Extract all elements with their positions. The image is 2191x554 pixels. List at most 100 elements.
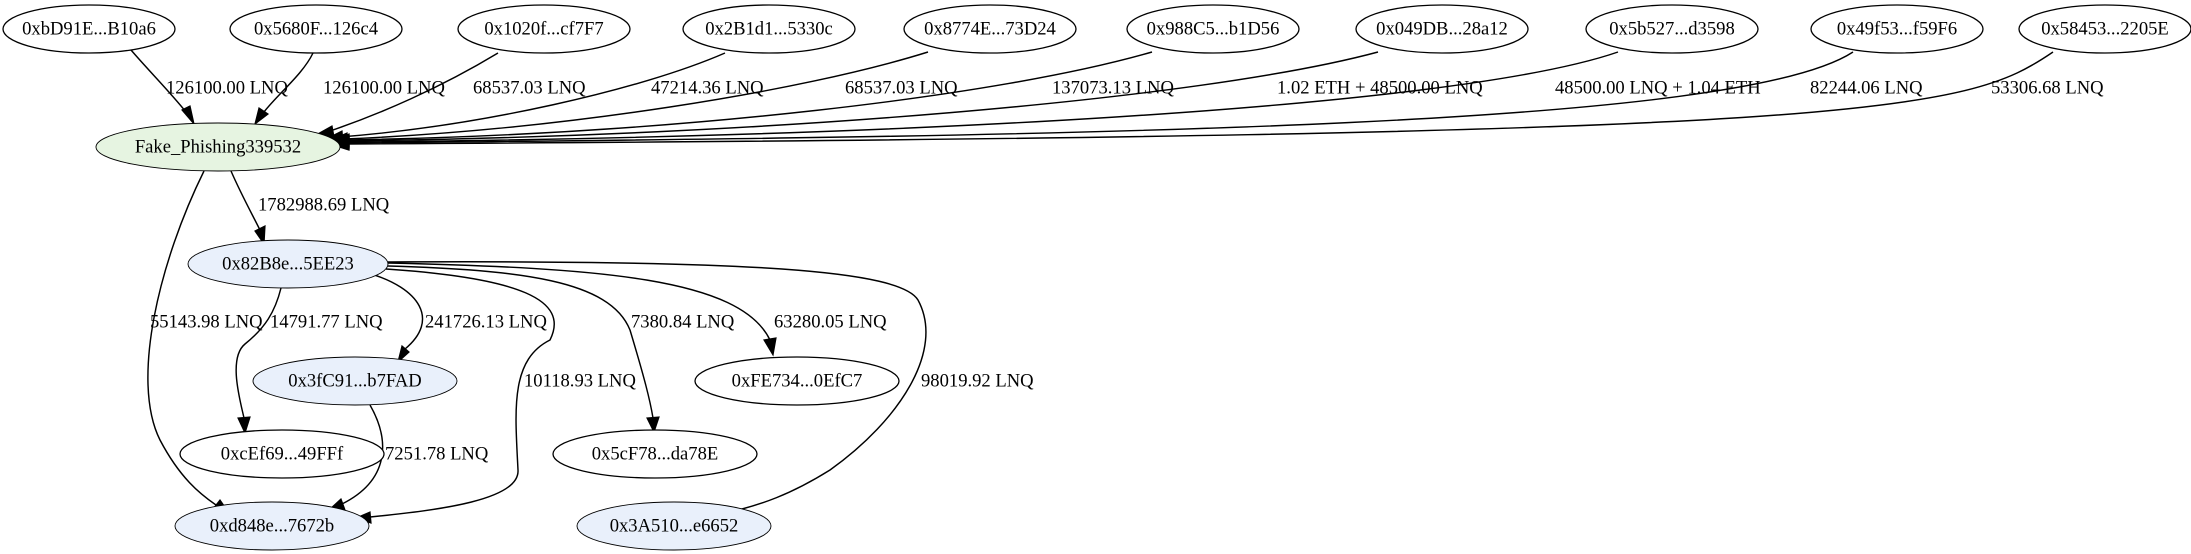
node-address-label: 0x049DB...28a12 xyxy=(1376,19,1508,40)
node-nd84[interactable]: 0xd848e...7672b xyxy=(174,501,370,551)
arrowhead-icon xyxy=(237,416,251,435)
edge-line xyxy=(367,272,424,350)
node-ellipse[interactable] xyxy=(903,4,1077,54)
node-ellipse[interactable] xyxy=(1585,4,1759,54)
edge-line xyxy=(346,51,2054,145)
edge-amount-label: 1782988.69 LNQ xyxy=(258,195,390,216)
node-ellipse[interactable] xyxy=(174,501,370,551)
edge-amount-label: 82244.06 LNQ xyxy=(1810,78,1923,99)
edge-amount-label: 47214.36 LNQ xyxy=(651,78,764,99)
node-address-label: 0x1020f...cf7F7 xyxy=(484,19,603,40)
node-address-label: 0xbD91E...B10a6 xyxy=(22,19,156,40)
edge-line xyxy=(147,170,217,506)
arrowhead-icon xyxy=(763,337,777,357)
node-ellipse[interactable] xyxy=(229,4,403,54)
edge-amount-label: 48500.00 LNQ + 1.04 ETH xyxy=(1555,78,1761,99)
arrowhead-icon xyxy=(331,137,350,151)
edge-amount-label: 14791.77 LNQ xyxy=(270,312,383,333)
node-address-label: 0xcEf69...49FFf xyxy=(221,444,344,465)
node-address-label: 0x3fC91...b7FAD xyxy=(288,371,421,392)
edge-line xyxy=(329,52,499,132)
node-n3[interactable]: 0x1020f...cf7F7 xyxy=(457,4,631,54)
edge-amount-label: 126100.00 LNQ xyxy=(323,78,445,99)
edge-line xyxy=(263,52,314,113)
edge-hub-to-n3fc: 241726.13 LNQ xyxy=(367,272,547,364)
node-n4[interactable]: 0x2B1d1...5330c xyxy=(682,4,856,54)
arrowhead-icon xyxy=(181,105,195,125)
node-address-label: 0xFE734...0EfC7 xyxy=(732,371,863,392)
node-ellipse[interactable] xyxy=(682,4,856,54)
node-address-label: 0xd848e...7672b xyxy=(210,516,334,537)
edge-line xyxy=(387,261,927,513)
edge-line xyxy=(346,51,1854,144)
node-hub[interactable]: 0x82B8e...5EE23 xyxy=(187,239,389,289)
edge-n10-to-phish: 53306.68 LNQ xyxy=(331,51,2104,151)
node-n7[interactable]: 0x049DB...28a12 xyxy=(1355,4,1529,54)
edge-amount-label: 241726.13 LNQ xyxy=(425,312,547,333)
arrowhead-icon xyxy=(396,344,410,364)
node-n9[interactable]: 0x49f53...f59F6 xyxy=(1810,4,1984,54)
node-n6[interactable]: 0x988C5...b1D56 xyxy=(1126,4,1300,54)
node-phish[interactable]: Fake_Phishing339532 xyxy=(95,122,341,172)
node-address-label: 0x5cF78...da78E xyxy=(592,444,719,465)
node-ellipse[interactable] xyxy=(2,4,176,54)
edge-hub-to-nd84: 10118.93 LNQ xyxy=(354,268,636,524)
edge-line xyxy=(346,51,1153,141)
edge-amount-label: 7380.84 LNQ xyxy=(631,312,735,333)
edge-line xyxy=(369,268,555,518)
arrowhead-icon xyxy=(253,107,270,126)
edge-amount-label: 1.02 ETH + 48500.00 LNQ xyxy=(1277,78,1483,99)
node-n3fc[interactable]: 0x3fC91...b7FAD xyxy=(252,356,458,406)
edge-amount-label: 98019.92 LNQ xyxy=(921,371,1034,392)
node-address-label: 0x5680F...126c4 xyxy=(254,19,378,40)
node-ellipse[interactable] xyxy=(552,429,758,479)
edge-amount-label: 68537.03 LNQ xyxy=(845,78,958,99)
node-n1[interactable]: 0xbD91E...B10a6 xyxy=(2,4,176,54)
edge-hub-to-nfe7: 63280.05 LNQ xyxy=(387,262,887,357)
node-ellipse[interactable] xyxy=(1126,4,1300,54)
node-address-label: 0x8774E...73D24 xyxy=(924,19,1056,40)
node-address-label: 0x58453...2205E xyxy=(2041,19,2169,40)
node-ellipse[interactable] xyxy=(576,501,772,551)
node-ellipse[interactable] xyxy=(1810,4,1984,54)
edge-n1-to-phish: 126100.00 LNQ xyxy=(130,49,288,125)
node-address-label: 0x49f53...f59F6 xyxy=(1837,19,1957,40)
arrowhead-icon xyxy=(254,225,266,246)
node-address-label: 0x988C5...b1D56 xyxy=(1147,19,1280,40)
edge-line xyxy=(387,262,771,341)
node-address-label: Fake_Phishing339532 xyxy=(135,137,301,158)
node-ellipse[interactable] xyxy=(457,4,631,54)
node-n8[interactable]: 0x5b527...d3598 xyxy=(1585,4,1759,54)
edge-line xyxy=(130,49,187,113)
edge-amount-label: 137073.13 LNQ xyxy=(1052,78,1174,99)
edge-n3-to-phish: 68537.03 LNQ xyxy=(314,52,586,138)
node-address-label: 0x2B1d1...5330c xyxy=(705,19,833,40)
node-ellipse[interactable] xyxy=(187,239,389,289)
edge-amount-label: 63280.05 LNQ xyxy=(774,312,887,333)
node-ellipse[interactable] xyxy=(1355,4,1529,54)
edge-n2-to-phish: 126100.00 LNQ xyxy=(253,52,445,126)
node-ellipse[interactable] xyxy=(2018,4,2191,54)
node-ellipse[interactable] xyxy=(694,356,900,406)
node-ellipse[interactable] xyxy=(252,356,458,406)
edge-n4-to-phish: 47214.36 LNQ xyxy=(324,52,764,144)
node-n2[interactable]: 0x5680F...126c4 xyxy=(229,4,403,54)
edge-n5-to-phish: 68537.03 LNQ xyxy=(329,51,958,146)
edge-amount-label: 55143.98 LNQ xyxy=(150,312,263,333)
edge-line xyxy=(346,51,1379,142)
node-n3a5[interactable]: 0x3A510...e6652 xyxy=(576,501,772,551)
node-ellipse[interactable] xyxy=(95,122,341,172)
node-ncef[interactable]: 0xcEf69...49FFf xyxy=(179,429,385,479)
node-n5cf[interactable]: 0x5cF78...da78E xyxy=(552,429,758,479)
edge-amount-label: 126100.00 LNQ xyxy=(166,78,288,99)
edge-line xyxy=(387,265,654,419)
node-n5[interactable]: 0x8774E...73D24 xyxy=(903,4,1077,54)
node-n10[interactable]: 0x58453...2205E xyxy=(2018,4,2191,54)
edge-amount-label: 7251.78 LNQ xyxy=(385,444,489,465)
edge-line xyxy=(339,52,726,138)
node-nfe7[interactable]: 0xFE734...0EfC7 xyxy=(694,356,900,406)
edge-line xyxy=(346,51,1619,143)
edge-line xyxy=(235,287,282,419)
node-ellipse[interactable] xyxy=(179,429,385,479)
